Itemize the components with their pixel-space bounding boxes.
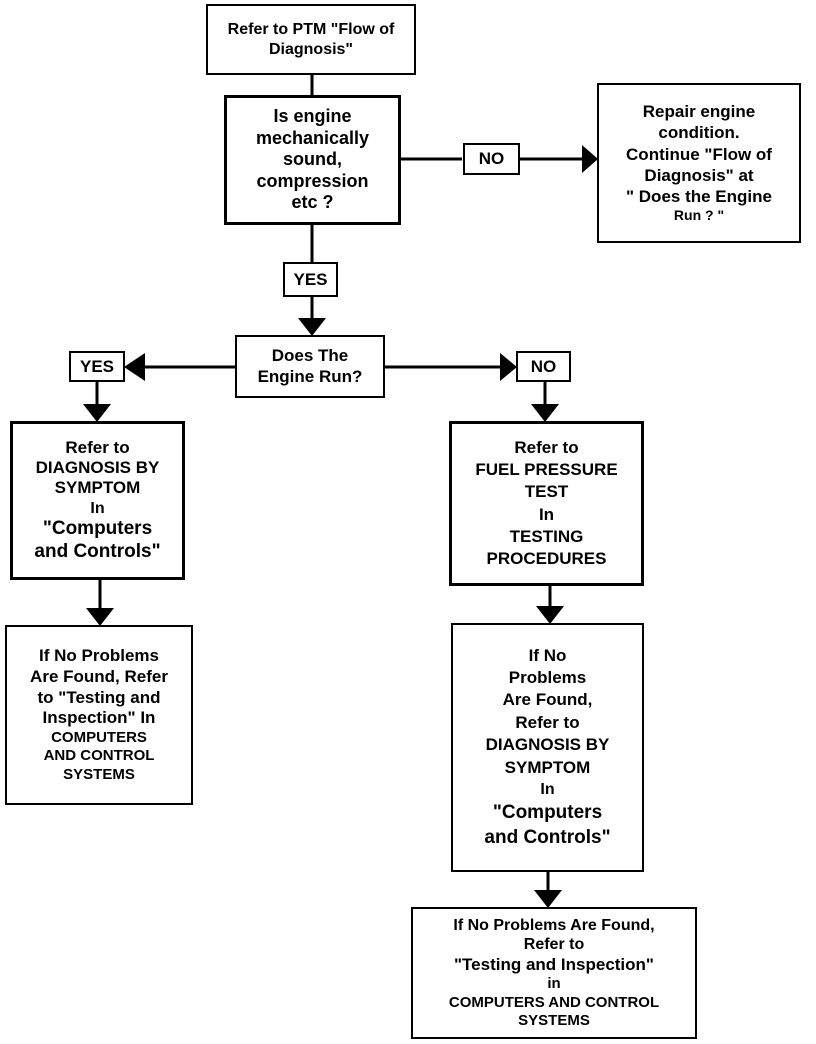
- left-symptom-line: In: [90, 499, 105, 517]
- decision-runs-node: Does The Engine Run?: [235, 335, 385, 398]
- left-testing-line: COMPUTERS: [51, 729, 147, 747]
- right-symptom-node: If No Problems Are Found, Refer to DIAGN…: [451, 623, 644, 872]
- left-testing-line: SYSTEMS: [63, 765, 135, 783]
- decision-mechanical-line: mechanically: [255, 127, 370, 148]
- decision-mechanical-line: etc ?: [291, 192, 334, 213]
- right-symptom-line: Are Found,: [502, 690, 593, 710]
- right-symptom-line: Problems: [508, 667, 587, 687]
- no-label-runs: NO: [516, 351, 571, 382]
- right-symptom-line: If No: [528, 645, 567, 665]
- left-testing-line: Inspection" In: [42, 708, 156, 728]
- left-symptom-line: Refer to: [65, 437, 130, 457]
- repair-line: Continue "Flow of: [626, 144, 772, 164]
- arrowhead-down: [536, 606, 564, 624]
- fuel-pressure-line: TESTING: [509, 526, 584, 546]
- left-symptom-line: DIAGNOSIS BY: [35, 457, 160, 477]
- decision-mechanical-line: Is engine: [273, 106, 352, 127]
- start-line: Refer to PTM "Flow of: [227, 21, 395, 39]
- arrowhead-down: [534, 890, 562, 908]
- fuel-pressure-line: TEST: [524, 482, 569, 502]
- decision-mechanical-line: compression: [256, 170, 369, 191]
- no-label-mechanical: NO: [463, 143, 520, 175]
- right-symptom-line: In: [540, 781, 555, 799]
- right-testing-line: in: [547, 975, 561, 993]
- right-symptom-line: and Controls": [484, 827, 611, 849]
- left-symptom-line: SYMPTOM: [54, 478, 141, 498]
- arrowhead-right: [500, 353, 517, 381]
- repair-line: " Does the Engine: [626, 187, 772, 207]
- arrowhead-down: [531, 404, 559, 422]
- repair-line: Diagnosis" at: [644, 165, 754, 185]
- left-symptom-line: and Controls": [34, 540, 161, 562]
- repair-line: Run ? ": [673, 207, 725, 224]
- yes-label-runs: YES: [69, 351, 125, 382]
- left-testing-line: If No Problems: [39, 646, 159, 666]
- repair-node: Repair engine condition. Continue "Flow …: [597, 83, 801, 243]
- right-testing-line: "Testing and Inspection": [454, 954, 654, 974]
- right-testing-line: If No Problems Are Found,: [453, 916, 655, 934]
- right-symptom-line: Refer to: [515, 712, 580, 732]
- arrowhead-left: [124, 353, 145, 381]
- right-testing-line: SYSTEMS: [518, 1012, 590, 1030]
- decision-mechanical-node: Is engine mechanically sound, compressio…: [224, 95, 401, 225]
- right-symptom-line: "Computers: [492, 802, 603, 824]
- start-node: Refer to PTM "Flow of Diagnosis": [206, 4, 416, 75]
- repair-line: Repair engine: [642, 102, 756, 122]
- repair-line: condition.: [658, 123, 740, 143]
- decision-mechanical-line: sound,: [283, 149, 342, 170]
- arrowhead-right: [582, 145, 598, 173]
- fuel-pressure-line: In: [538, 504, 555, 524]
- right-testing-node: If No Problems Are Found, Refer to "Test…: [411, 907, 697, 1039]
- left-testing-line: AND CONTROL: [43, 747, 155, 765]
- arrowhead-down: [298, 318, 326, 336]
- arrowhead-down: [83, 404, 111, 422]
- left-testing-node: If No Problems Are Found, Refer to "Test…: [5, 625, 193, 805]
- yes-label-mechanical: YES: [283, 262, 338, 297]
- left-testing-line: Are Found, Refer: [30, 666, 168, 686]
- right-testing-line: COMPUTERS AND CONTROL: [448, 993, 660, 1011]
- fuel-pressure-line: FUEL PRESSURE: [475, 460, 618, 480]
- left-testing-line: to "Testing and: [37, 687, 161, 707]
- left-symptom-line: "Computers: [42, 517, 153, 539]
- right-testing-line: Refer to: [523, 936, 585, 954]
- start-line: Diagnosis": [268, 40, 354, 58]
- fuel-pressure-line: Refer to: [514, 438, 579, 458]
- right-symptom-line: SYMPTOM: [504, 757, 591, 777]
- arrowhead-down: [86, 608, 114, 626]
- fuel-pressure-node: Refer to FUEL PRESSURE TEST In TESTING P…: [449, 421, 644, 586]
- left-symptom-node: Refer to DIAGNOSIS BY SYMPTOM In "Comput…: [10, 421, 185, 580]
- fuel-pressure-line: PROCEDURES: [486, 548, 607, 568]
- decision-runs-line: Engine Run?: [257, 366, 363, 386]
- right-symptom-line: DIAGNOSIS BY: [485, 735, 610, 755]
- decision-runs-line: Does The: [271, 346, 349, 366]
